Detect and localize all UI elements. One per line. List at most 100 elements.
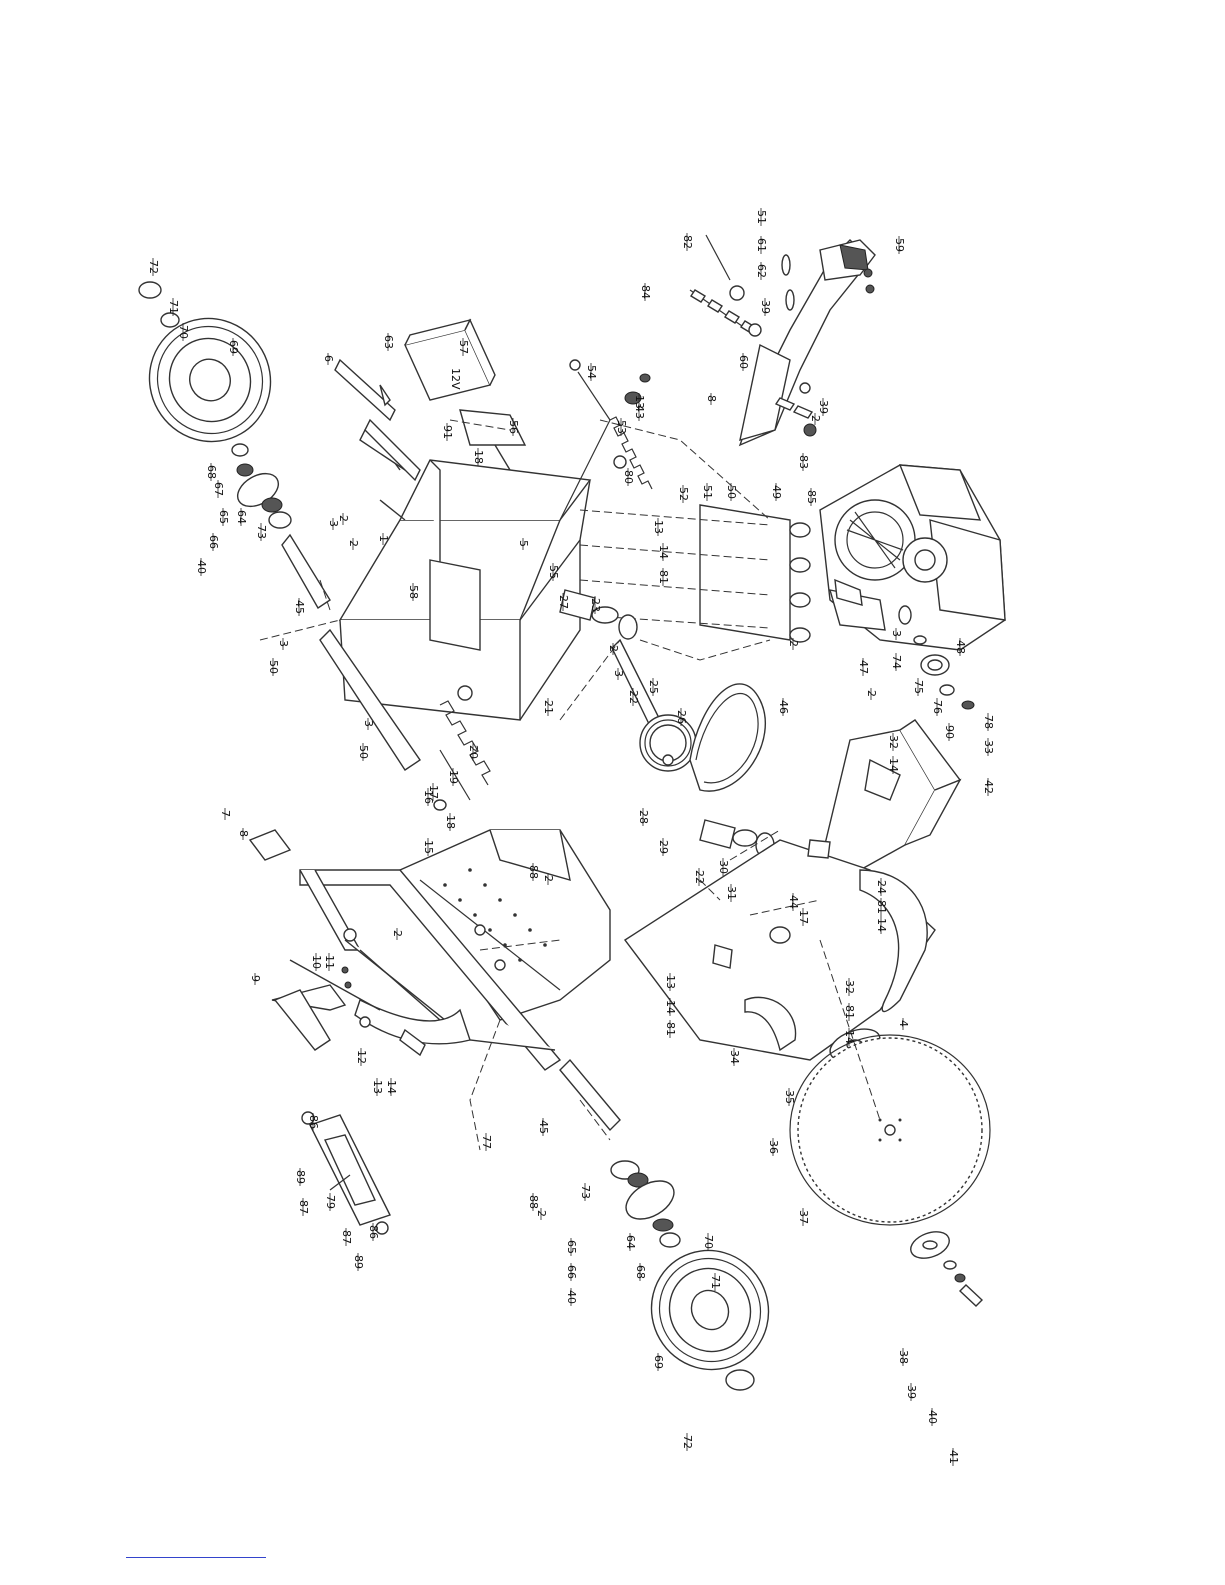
part-callout-c28: 28: [637, 810, 650, 824]
part-callout-c49: 49: [770, 485, 783, 499]
part-callout-c61: 61: [755, 238, 768, 252]
lower-frame: [248, 829, 562, 1071]
part-callout-c69a: 69: [227, 340, 240, 354]
part-callout-c56: 56: [507, 420, 520, 434]
part-callout-c53: 53: [615, 420, 628, 434]
part-callout-c86b: 86: [367, 1225, 380, 1239]
part-callout-c81a: 81: [657, 570, 670, 584]
part-callout-c52: 52: [677, 487, 690, 501]
part-callout-c78: 78: [982, 715, 995, 729]
part-callout-c41: 41: [947, 1450, 960, 1464]
part-callout-c60: 60: [737, 355, 750, 369]
tow-handle: [689, 234, 876, 447]
part-callout-c25: 25: [647, 680, 660, 694]
part-callout-c44: 44: [787, 895, 800, 909]
part-callout-c87b: 87: [340, 1230, 353, 1244]
part-callout-c59: 59: [893, 238, 906, 252]
part-callout-c88a: 88: [527, 865, 540, 879]
part-callout-c68b: 68: [634, 1265, 647, 1279]
part-callout-c7: 7: [219, 810, 232, 817]
part-callout-c13a: 13: [633, 395, 646, 409]
part-callout-c38: 38: [897, 1350, 910, 1364]
main-frame: [319, 428, 592, 771]
part-callout-c4: 4: [897, 1020, 910, 1027]
belt-guard: [819, 719, 962, 871]
part-callout-c3c: 3: [327, 520, 340, 527]
part-callout-c27: 27: [557, 595, 570, 609]
part-callout-c20: 20: [467, 745, 480, 759]
part-callout-c81b: 81: [875, 900, 888, 914]
part-callout-c71b: 71: [709, 1275, 722, 1289]
part-callout-c23: 23: [589, 598, 602, 612]
assembly-drawing: 12V: [138, 234, 1006, 1391]
part-callout-c90: 90: [943, 725, 956, 739]
part-callout-c50c: 50: [725, 485, 738, 499]
part-callout-c46: 46: [777, 700, 790, 714]
part-callout-c14c: 14: [875, 918, 888, 932]
part-callout-c66b: 66: [565, 1265, 578, 1279]
part-callout-c14a: 14: [657, 545, 670, 559]
part-callout-c3b: 3: [362, 720, 375, 727]
part-callout-c9: 9: [249, 975, 262, 982]
part-callout-c85: 85: [805, 490, 818, 504]
part-callout-c1: 1: [377, 535, 390, 542]
part-callout-c89a: 89: [294, 1170, 307, 1184]
adjustment-spring: [433, 685, 491, 811]
part-callout-c48: 48: [954, 640, 967, 654]
part-callout-c87a: 87: [297, 1200, 310, 1214]
part-callout-c3a: 3: [277, 640, 290, 647]
part-callout-c66a: 66: [207, 535, 220, 549]
part-callout-c50b: 50: [357, 745, 370, 759]
part-callout-c39b: 39: [817, 400, 830, 414]
part-callout-c30: 30: [717, 860, 730, 874]
part-callout-c12: 12: [355, 1050, 368, 1064]
part-callout-c77: 77: [480, 1135, 493, 1149]
part-callout-c72a: 72: [147, 260, 160, 274]
latch-bracket: [273, 966, 371, 1051]
part-callout-c65a: 65: [217, 510, 230, 524]
part-callout-c13c: 13: [371, 1080, 384, 1094]
part-callout-c13b: 13: [652, 520, 665, 534]
part-callout-c82: 82: [681, 235, 694, 249]
part-callout-c10: 10: [310, 955, 323, 969]
part-callout-c17a: 17: [427, 785, 440, 799]
part-callout-c88b: 88: [527, 1195, 540, 1209]
part-callout-c8a: 8: [705, 395, 718, 402]
part-callout-c69b: 69: [652, 1355, 665, 1369]
part-callout-c75: 75: [912, 680, 925, 694]
part-callout-c50a: 50: [267, 660, 280, 674]
part-callout-c2d: 2: [607, 645, 620, 652]
assembly-lines: [259, 419, 881, 1151]
part-callout-c84: 84: [639, 285, 652, 299]
part-callout-c37: 37: [797, 1210, 810, 1224]
part-callout-c2b: 2: [347, 540, 360, 547]
part-callout-c68a: 68: [205, 465, 218, 479]
battery-and-brackets: 12V: [334, 318, 527, 482]
part-callout-c64b: 64: [624, 1235, 637, 1249]
part-callout-c45a: 45: [293, 600, 306, 614]
part-callout-c2h: 2: [391, 930, 404, 937]
part-callout-c26: 26: [675, 710, 688, 724]
part-callout-c24: 24: [875, 880, 888, 894]
part-callout-c21: 21: [542, 700, 555, 714]
footer-rule: [126, 1557, 266, 1558]
water-tank: [398, 829, 611, 1021]
part-callout-c39a: 39: [759, 300, 772, 314]
part-callout-c31: 31: [725, 886, 738, 900]
part-callout-c76: 76: [931, 700, 944, 714]
part-callout-c65b: 65: [565, 1240, 578, 1254]
engine-pulley: [898, 605, 975, 710]
part-callout-c14f: 14: [843, 1030, 856, 1044]
part-callout-c33: 33: [982, 740, 995, 754]
part-callout-c39c: 39: [905, 1385, 918, 1399]
part-callout-c42: 42: [982, 780, 995, 794]
spring-screw: [559, 359, 653, 521]
part-callout-c17b: 17: [797, 910, 810, 924]
part-callout-c2g: 2: [542, 875, 555, 882]
part-callout-c67: 67: [212, 482, 225, 496]
wheel-bottom: [559, 1058, 770, 1391]
part-callout-c70b: 70: [702, 1235, 715, 1249]
part-callout-c79: 79: [324, 1195, 337, 1209]
part-callout-c5: 5: [517, 540, 530, 547]
